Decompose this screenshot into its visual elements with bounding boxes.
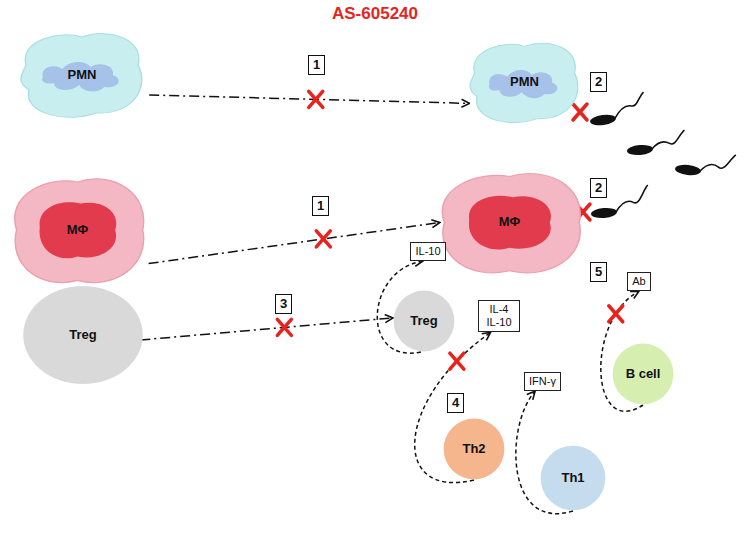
cell-node: MΦ — [432, 165, 587, 280]
cell-label: B cell — [623, 367, 663, 381]
cytokine-box: IFN-γ — [524, 372, 561, 391]
cell-nucleus — [40, 202, 117, 258]
inhibition-cross — [450, 353, 464, 369]
inhibition-cross — [277, 319, 291, 335]
cell-body — [21, 34, 142, 118]
callout-number: 5 — [590, 262, 607, 282]
cell-body — [23, 286, 143, 384]
cytokine-label: IFN-γ — [529, 375, 556, 388]
bacteria — [587, 92, 736, 219]
cell-nucleus — [489, 70, 557, 98]
cell-body — [442, 174, 580, 273]
cytokine-box: IL-4 IL-10 — [478, 300, 520, 332]
cytokine-box: Ab — [627, 272, 651, 291]
inhibition-cross — [609, 306, 623, 322]
diagram-title: AS-605240 — [0, 4, 750, 24]
cell-nucleus — [469, 196, 551, 250]
inhibition-cross — [316, 231, 330, 247]
callout-number: 2 — [590, 178, 607, 198]
cell-body — [15, 179, 144, 283]
cell-body — [394, 291, 455, 352]
callout-number: 1 — [312, 196, 329, 216]
cell-label: PMN — [68, 68, 97, 82]
dashed-arrow — [140, 318, 393, 340]
cell-nucleus — [42, 62, 119, 92]
cytokine-label: Ab — [632, 275, 646, 288]
cell-label: MΦ — [499, 215, 521, 229]
callout-number: 3 — [275, 294, 292, 314]
cell-node: Th1 — [540, 445, 606, 511]
cell-label: Th2 — [462, 442, 485, 456]
cell-body — [470, 43, 578, 122]
cell-label: Th1 — [561, 471, 584, 485]
cytokine-label: IL-4 IL-10 — [483, 303, 515, 329]
cell-label: Treg — [69, 328, 96, 342]
callout-number: 4 — [447, 393, 464, 413]
cell-body — [541, 446, 606, 511]
cell-node: PMN — [462, 35, 587, 130]
cell-body — [613, 344, 674, 405]
inhibition-cross — [309, 91, 323, 107]
cell-label: Treg — [410, 314, 437, 328]
cell-node: Th2 — [443, 418, 505, 480]
cell-node: PMN — [12, 25, 152, 125]
cell-node: Treg — [393, 290, 455, 352]
cell-node: Treg — [22, 285, 144, 385]
inhibition-cross — [573, 104, 587, 120]
cytokine-box: IL-10 — [410, 242, 446, 261]
dashed-arrow — [149, 95, 469, 103]
cell-node: B cell — [612, 343, 674, 405]
cell-label: PMN — [510, 75, 539, 89]
dashed-arrow — [149, 223, 440, 264]
cell-body — [444, 419, 505, 480]
cell-label: MΦ — [67, 223, 89, 237]
callout-number: 2 — [590, 72, 607, 92]
cell-node: MΦ — [5, 170, 150, 290]
callout-number: 1 — [308, 55, 325, 75]
cytokine-label: IL-10 — [415, 245, 441, 258]
